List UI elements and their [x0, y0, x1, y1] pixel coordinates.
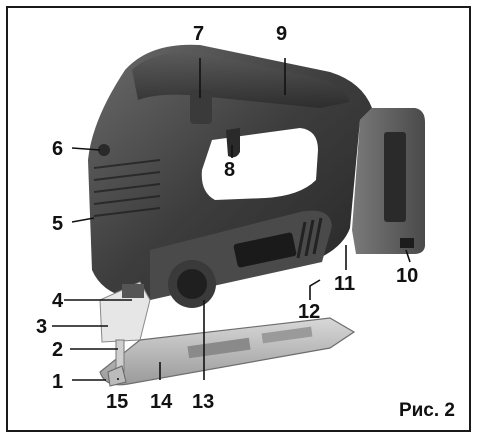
- callout-4: 4: [52, 290, 64, 312]
- callout-1: 1: [52, 371, 63, 393]
- callout-11: 11: [334, 273, 355, 295]
- tool-housing: [88, 44, 372, 300]
- callout-15: 15: [106, 391, 128, 413]
- callout-12: 12: [298, 301, 320, 323]
- bevel-knob: [168, 260, 216, 308]
- callout-9: 9: [276, 23, 287, 45]
- frame-border: [6, 6, 471, 432]
- callout-labels: 7 9 6 8 5 10 11 12 4 3 2 1 15 14 13: [36, 23, 418, 413]
- callout-8: 8: [224, 159, 235, 181]
- callout-3: 3: [36, 316, 47, 338]
- callout-2: 2: [52, 339, 63, 361]
- base-shoe: [99, 317, 356, 387]
- callout-7: 7: [193, 23, 204, 45]
- callout-10: 10: [396, 265, 418, 287]
- leader-lines: [52, 58, 411, 381]
- callout-6: 6: [52, 138, 63, 160]
- battery-pack: [352, 108, 425, 254]
- figure-caption: Рис. 2: [398, 400, 455, 421]
- callout-13: 13: [192, 391, 214, 413]
- callout-14: 14: [150, 391, 173, 413]
- callout-5: 5: [52, 213, 63, 235]
- blade-guard: [99, 281, 151, 343]
